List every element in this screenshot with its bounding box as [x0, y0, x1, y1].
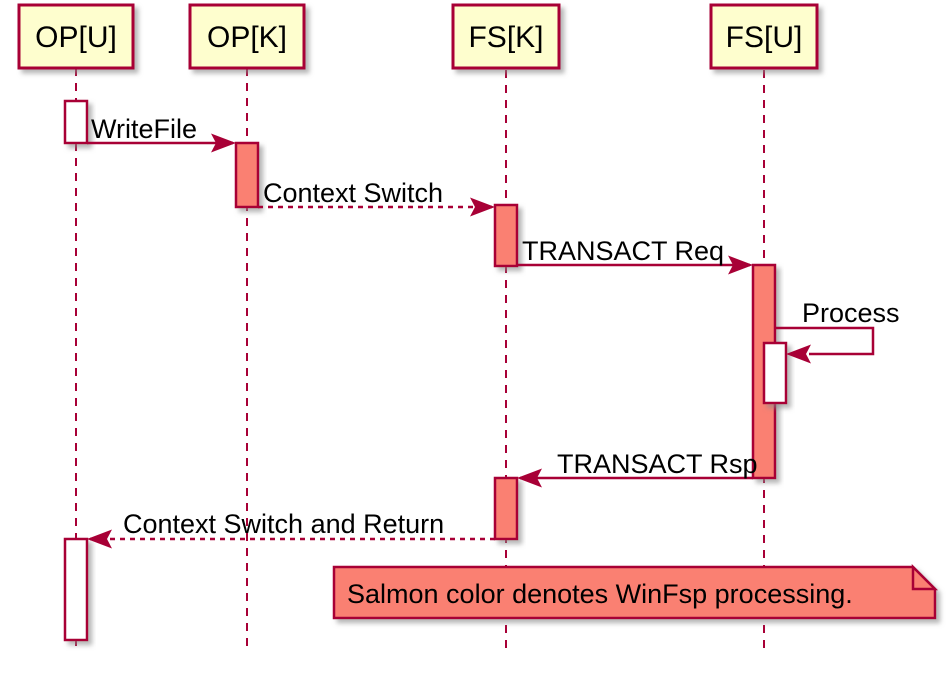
- participant-opu: OP[U]: [17, 3, 135, 70]
- participant-opu-label: OP[U]: [35, 21, 117, 54]
- participant-fsu-label: FS[U]: [726, 21, 803, 54]
- participant-opk-label: OP[K]: [207, 21, 287, 54]
- message-writefile: WriteFile: [87, 114, 236, 153]
- note-body: [332, 565, 937, 620]
- message-transact-rsp: TRANSACT Rsp: [517, 449, 758, 488]
- message-context-switch-return: Context Switch and Return: [87, 509, 495, 549]
- message-context-switch-arrowhead: [470, 197, 495, 217]
- message-process: Process: [775, 298, 900, 364]
- message-context-switch: Context Switch: [258, 178, 495, 217]
- participant-opk-box: [188, 3, 306, 70]
- message-transact-req-arrowhead: [728, 255, 753, 275]
- message-context-switch-label: Context Switch: [263, 178, 443, 208]
- note-fold-corner: [911, 563, 939, 591]
- participant-fsk-label: FS[K]: [468, 21, 543, 54]
- message-context-switch-return-arrowhead: [87, 529, 112, 549]
- message-process-arrowhead: [786, 344, 811, 364]
- participant-fsk-box: [451, 3, 561, 70]
- activation-opu-writefile: [63, 99, 89, 145]
- message-transact-rsp-arrowhead: [517, 468, 542, 488]
- message-transact-req: TRANSACT Req: [517, 236, 753, 275]
- message-transact-req-label: TRANSACT Req: [522, 236, 724, 266]
- activation-opu-return: [63, 537, 89, 642]
- message-process-line: [775, 326, 875, 356]
- message-transact-rsp-label: TRANSACT Rsp: [557, 449, 758, 479]
- message-process-label: Process: [802, 298, 900, 328]
- message-writefile-arrowhead: [211, 133, 236, 153]
- participant-fsu: FS[U]: [709, 3, 819, 70]
- participant-fsk: FS[K]: [451, 3, 561, 70]
- message-context-switch-return-label: Context Switch and Return: [123, 509, 444, 539]
- participant-opk: OP[K]: [188, 3, 306, 70]
- participant-opu-box: [17, 3, 135, 70]
- note-text: Salmon color denotes WinFsp processing.: [347, 579, 853, 609]
- activation-fsk-salmon-request: [493, 203, 519, 268]
- activation-opk-salmon: [234, 141, 260, 209]
- participant-fsu-box: [709, 3, 819, 70]
- activation-fsu-process-nested: [762, 341, 788, 405]
- message-writefile-label: WriteFile: [91, 114, 197, 144]
- note-salmon: Salmon color denotes WinFsp processing.: [332, 563, 939, 620]
- activation-fsk-salmon-response: [493, 476, 519, 541]
